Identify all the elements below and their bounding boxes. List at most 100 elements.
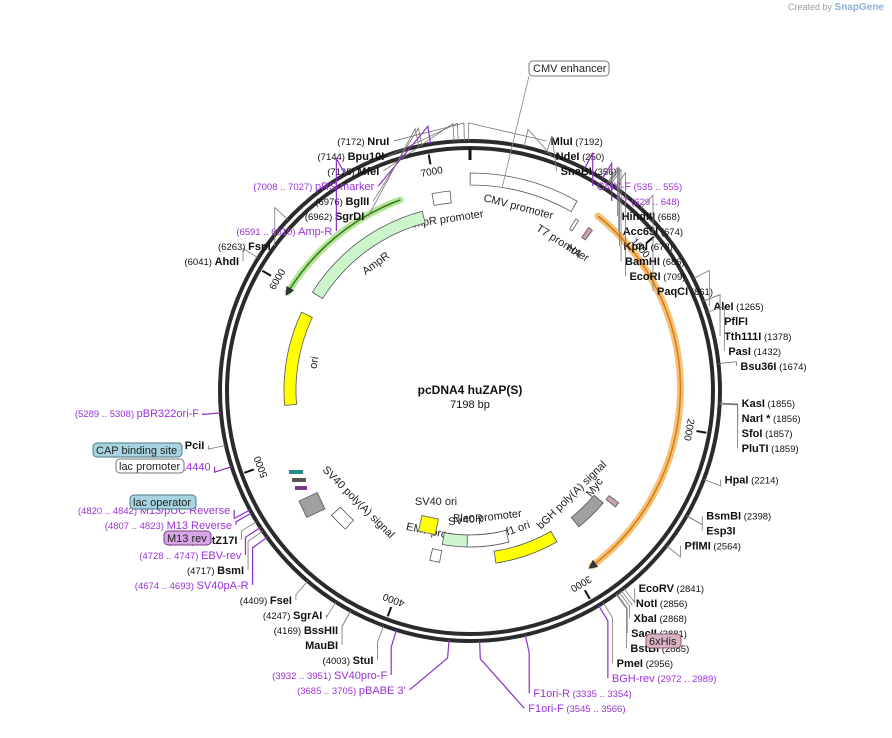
- tick-mark: [261, 269, 272, 277]
- site-label[interactable]: (4247) SgrAI: [263, 610, 322, 622]
- feature-arrow[interactable]: [466, 529, 510, 548]
- feature-arrow[interactable]: [493, 530, 558, 564]
- site-name: PluTI: [742, 443, 769, 455]
- site-name: HpaI: [725, 474, 749, 486]
- site-label[interactable]: NdeI (250): [556, 151, 605, 163]
- site-label[interactable]: (4169) BssHII: [274, 625, 338, 637]
- site-label[interactable]: (7008 .. 7027) pRS-marker: [253, 181, 374, 193]
- site-label[interactable]: HpaI (2214): [725, 474, 779, 486]
- site-label[interactable]: (5289 .. 5308) pBR322ori-F: [75, 408, 199, 420]
- site-leader: [614, 171, 626, 277]
- feature-arrow[interactable]: [330, 506, 354, 530]
- site-coord: (4003): [323, 656, 353, 667]
- site-label[interactable]: MluI (7192): [551, 136, 603, 148]
- site-coord: (7192): [573, 137, 603, 148]
- m13-rev-box[interactable]: [163, 530, 212, 546]
- feature-arrow[interactable]: [569, 218, 580, 232]
- site-label[interactable]: AleI (1265): [713, 301, 763, 313]
- site-label[interactable]: (3685 .. 3705) pBABE 3': [297, 685, 406, 697]
- site-name: Amp-R: [298, 226, 332, 238]
- site-label[interactable]: (6962) SgrDI: [305, 211, 364, 223]
- cmv-enhancer-box[interactable]: [528, 60, 610, 77]
- site-label[interactable]: EcoRI (709): [629, 271, 685, 283]
- lac-operator-box[interactable]: [129, 494, 197, 510]
- site-label[interactable]: KasI (1855): [742, 398, 795, 410]
- site-leader: [602, 602, 614, 664]
- site-label[interactable]: (4003) StuI: [323, 655, 374, 667]
- site-leader: [615, 593, 627, 649]
- site-coord: (6962): [305, 212, 335, 223]
- site-label[interactable]: Acc65I (674): [623, 226, 683, 238]
- site-label[interactable]: NarI * (1856): [742, 413, 801, 425]
- site-name: pBR322ori-F: [137, 408, 200, 420]
- site-label[interactable]: PasI (1432): [728, 346, 781, 358]
- watermark-brand: SnapGene: [834, 2, 884, 13]
- feature-arrow[interactable]: [283, 311, 313, 406]
- sv40-ori-box[interactable]: [417, 514, 440, 536]
- site-name: FspI: [248, 241, 271, 253]
- site-coord: (2956): [643, 659, 673, 670]
- site-leader: [388, 122, 459, 157]
- site-name: SV40pA-R: [197, 580, 249, 592]
- site-label[interactable]: BGH-rev (2972 .. 2989): [612, 673, 717, 685]
- site-label[interactable]: Esp3I: [706, 526, 735, 538]
- site-leader: [707, 305, 725, 352]
- site-label[interactable]: (6591 .. 6610) Amp-R: [236, 226, 332, 238]
- site-label[interactable]: (6263) FspI: [218, 241, 271, 253]
- site-label[interactable]: (7172) NruI: [337, 136, 389, 148]
- site-label[interactable]: PluTI (1859): [742, 443, 799, 455]
- site-name: Esp3I: [706, 526, 735, 538]
- site-name: PaqCI: [657, 286, 688, 298]
- site-label[interactable]: (4674 .. 4693) SV40pA-R: [135, 580, 249, 592]
- feature-arrow[interactable]: [429, 548, 443, 563]
- site-label[interactable]: (7125) MfeI: [327, 166, 379, 178]
- site-label[interactable]: PflFI: [724, 316, 748, 328]
- site-label[interactable]: BamHI (686): [625, 256, 685, 268]
- watermark-prefix: Created by: [787, 2, 833, 12]
- site-label[interactable]: (4717) BsmI: [187, 565, 244, 577]
- site-label[interactable]: PaqCI (861): [657, 286, 713, 298]
- site-coord: (2214): [748, 475, 778, 486]
- feature-arrow[interactable]: [469, 172, 578, 213]
- site-label[interactable]: BsmBI (2398): [706, 511, 771, 523]
- site-leader: [608, 166, 620, 232]
- site-label[interactable]: Bsu36I (1674): [740, 361, 806, 373]
- feature-arrow[interactable]: [581, 227, 593, 241]
- site-label[interactable]: SnaBI (356): [561, 166, 617, 178]
- site-label[interactable]: F1ori-F (3545 .. 3566): [528, 703, 625, 715]
- site-label[interactable]: XbaI (2868): [634, 613, 687, 625]
- cap-binding-box[interactable]: [92, 442, 183, 458]
- site-label[interactable]: CMV-F (535 .. 555): [597, 181, 682, 193]
- site-label[interactable]: HindIII (668): [622, 211, 680, 223]
- feature-arrow[interactable]: [431, 190, 452, 206]
- site-label[interactable]: (6041) AhdI: [184, 256, 239, 268]
- site-label[interactable]: KpnI (678): [624, 241, 673, 253]
- feature-arrow[interactable]: [311, 210, 426, 300]
- site-name: PciI: [185, 440, 205, 452]
- site-label[interactable]: Tth111I (1378): [724, 331, 791, 343]
- site-leader: [703, 294, 721, 337]
- site-label[interactable]: PflMI (2564): [685, 541, 741, 553]
- site-label[interactable]: NotI (2856): [636, 598, 688, 610]
- feature-arrow[interactable]: [605, 494, 620, 508]
- site-coord: (7008 .. 7027): [253, 182, 315, 193]
- site-label[interactable]: SfoI (1857): [742, 428, 793, 440]
- site-label[interactable]: (4409) FseI: [240, 595, 292, 607]
- site-label[interactable]: (3932 .. 3951) SV40pro-F: [272, 670, 387, 682]
- site-label[interactable]: EcoRV (2841): [639, 583, 704, 595]
- site-label[interactable]: (4807 .. 4823) M13 Reverse: [105, 520, 232, 532]
- site-label[interactable]: PmeI (2956): [617, 658, 673, 670]
- site-label[interactable]: (7144) Bpu10I: [318, 151, 385, 163]
- site-coord: (3545 .. 3566): [564, 704, 626, 715]
- site-leader: [618, 591, 631, 619]
- site-label[interactable]: (4728 .. 4747) EBV-rev: [139, 550, 242, 562]
- lac-promoter-box[interactable]: [115, 458, 185, 474]
- site-label[interactable]: MauBI: [305, 640, 338, 652]
- tick-mark: [583, 589, 591, 600]
- site-label[interactable]: (6976) BglII: [315, 196, 369, 208]
- his-tag-box[interactable]: [645, 633, 682, 649]
- site-label[interactable]: F1ori-R (3335 .. 3354): [533, 688, 631, 700]
- site-coord: (2856): [657, 599, 687, 610]
- site-name: NotI: [636, 598, 657, 610]
- feature-arrow[interactable]: [570, 494, 604, 528]
